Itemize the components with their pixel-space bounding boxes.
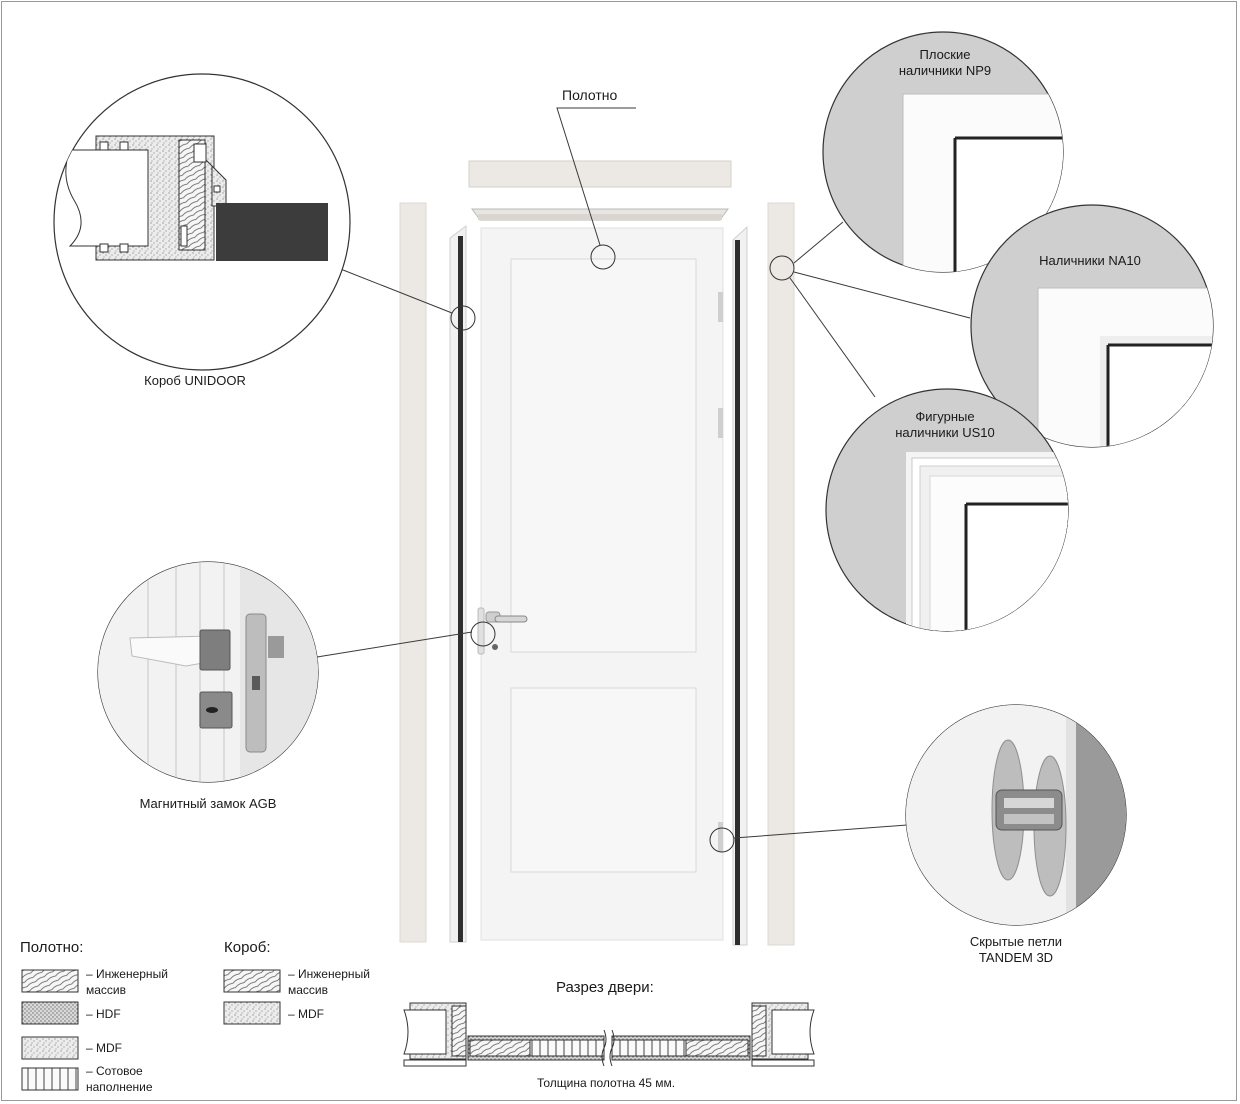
legend-leaf-wood-label: – Инженерный массив <box>86 967 168 997</box>
legend-leaf-title: Полотно: <box>20 939 84 956</box>
label-frame-unidoor: Короб UNIDOOR <box>144 373 246 388</box>
legend-swatches <box>21 969 281 1091</box>
label-trim-us10: Фигурные наличники US10 <box>895 409 995 440</box>
legend-leaf-mdf-label: – MDF <box>86 1041 122 1055</box>
swatch-leaf-mdf <box>21 1036 79 1060</box>
swatch-box-mdf <box>223 1001 281 1025</box>
top-trim-flat <box>468 160 732 188</box>
legend-leaf-honeycomb-label: – Сотовое наполнение <box>86 1064 153 1094</box>
legend-box-mdf-label: – MDF <box>288 1007 324 1021</box>
legend-leaf-hdf-label: – HDF <box>86 1007 121 1021</box>
hinge-detail-circle <box>905 704 1127 926</box>
us10-detail-circle <box>825 388 1069 632</box>
door-section-drawing <box>403 1002 815 1067</box>
upper-panel <box>510 258 697 653</box>
marker-frame <box>450 305 476 331</box>
marker-trim <box>769 255 795 281</box>
right-trim <box>767 202 795 946</box>
marker-lock <box>470 621 496 647</box>
swatch-leaf-hdf <box>21 1001 79 1025</box>
label-trim-na10: Наличники NA10 <box>1039 253 1141 268</box>
left-trim <box>399 202 427 943</box>
lower-panel <box>510 687 697 873</box>
label-magnetic-lock: Магнитный замок AGB <box>139 796 277 811</box>
swatch-box-wood <box>223 969 281 993</box>
section-title: Разрез двери: <box>556 979 654 996</box>
legend-box-title: Короб: <box>224 939 271 956</box>
label-leaf: Полотно <box>562 87 618 103</box>
swatch-leaf-honeycomb <box>21 1067 79 1091</box>
label-trim-np9: Плоские наличники NP9 <box>898 47 992 78</box>
leader-lines <box>316 107 971 839</box>
label-hidden-hinges: Скрытые петли TANDEM 3D <box>969 934 1063 965</box>
legend-box-wood-label: – Инженерный массив <box>288 967 370 997</box>
door-assembly <box>399 160 795 946</box>
door-handle <box>477 607 528 655</box>
swatch-leaf-wood <box>21 969 79 993</box>
marker-hinge <box>709 827 735 853</box>
marker-leaf <box>590 244 616 270</box>
frame-detail-circle <box>53 73 351 371</box>
section-caption: Толщина полотна 45 мм. <box>537 1076 676 1090</box>
